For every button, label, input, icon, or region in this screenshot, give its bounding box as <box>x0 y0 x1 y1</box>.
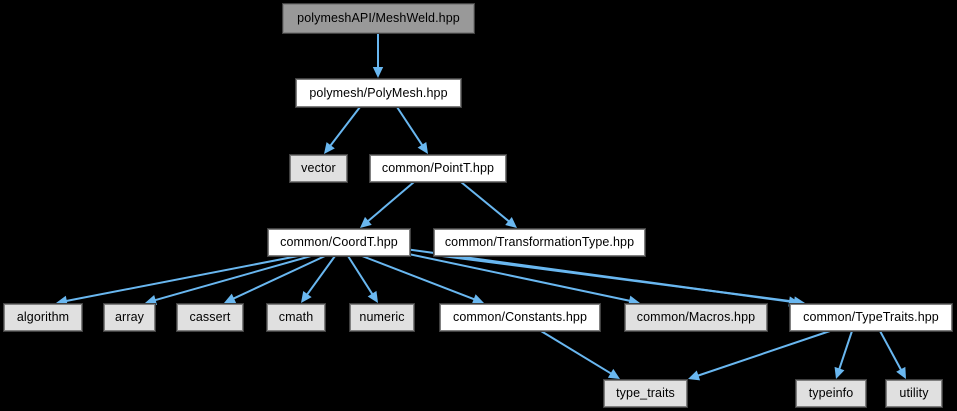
graph-node-array[interactable]: array <box>103 303 156 332</box>
graph-edge-arrowhead <box>360 216 372 228</box>
graph-edge-arrowhead <box>145 295 158 306</box>
graph-node-meshweld[interactable]: polymeshAPI/MeshWeld.hpp <box>282 3 475 34</box>
graph-edge-arrowhead <box>224 293 237 304</box>
graph-node-label: utility <box>899 386 929 401</box>
graph-node-label: common/Macros.hpp <box>636 310 756 325</box>
graph-edge-arrowhead <box>834 366 845 379</box>
graph-node-algorithm[interactable]: algorithm <box>3 303 83 332</box>
graph-edge-line <box>231 255 326 301</box>
graph-node-vector[interactable]: vector <box>289 154 348 183</box>
graph-edge-arrowhead <box>417 141 428 154</box>
graph-edge-arrowhead <box>56 295 68 307</box>
graph-node-cmath[interactable]: cmath <box>266 303 326 332</box>
graph-node-label: cmath <box>278 310 314 325</box>
graph-node-numeric[interactable]: numeric <box>349 303 415 332</box>
graph-node-pointt[interactable]: common/PointT.hpp <box>369 154 507 183</box>
graph-edge-arrowhead <box>688 370 701 381</box>
graph-node-polymesh[interactable]: polymesh/PolyMesh.hpp <box>295 78 462 108</box>
graph-edge-line <box>64 255 299 303</box>
graph-node-transftype[interactable]: common/TransformationType.hpp <box>433 228 646 257</box>
graph-edge-line <box>305 255 336 297</box>
graph-edge-line <box>396 106 424 148</box>
graph-node-label: common/TransformationType.hpp <box>444 235 635 250</box>
graph-edge-line <box>347 255 375 296</box>
graph-node-typetraits[interactable]: common/TypeTraits.hpp <box>789 303 953 332</box>
graph-edge-line <box>328 106 361 148</box>
graph-node-label: type_traits <box>616 386 675 401</box>
graph-node-label: polymesh/PolyMesh.hpp <box>309 85 448 100</box>
graph-node-cassert[interactable]: cassert <box>176 303 244 332</box>
graph-edge-line <box>879 330 903 372</box>
graph-edge-arrowhead <box>324 142 335 154</box>
graph-node-utility[interactable]: utility <box>885 379 943 408</box>
graph-node-typeinfo[interactable]: typeinfo <box>795 379 867 408</box>
graph-edge-line <box>441 255 797 303</box>
graph-node-label: numeric <box>359 310 405 325</box>
graph-node-label: vector <box>301 161 336 176</box>
graph-edge-line <box>540 330 613 376</box>
graph-edge-line <box>366 181 415 223</box>
graph-node-label: common/CoordT.hpp <box>280 235 398 250</box>
graph-node-coordt[interactable]: common/CoordT.hpp <box>267 228 411 257</box>
graph-edge-arrowhead <box>628 295 640 306</box>
graph-node-macros[interactable]: common/Macros.hpp <box>624 303 768 332</box>
graph-node-label: algorithm <box>16 310 70 325</box>
graph-edge-arrowhead <box>301 291 312 303</box>
graph-edge-arrowhead <box>372 67 384 78</box>
graph-edge-line <box>398 251 632 303</box>
graph-node-label: common/TypeTraits.hpp <box>803 310 939 325</box>
graph-edge-arrowhead <box>607 368 620 379</box>
graph-node-label: common/Constants.hpp <box>452 310 587 325</box>
graph-edge-arrowhead <box>505 216 517 228</box>
graph-edge-arrowhead <box>896 366 906 379</box>
graph-edge-arrowhead <box>367 290 378 303</box>
graph-node-type_traits[interactable]: type_traits <box>603 379 688 408</box>
graph-edge-arrowhead <box>471 294 484 304</box>
graph-edge-line <box>460 181 511 224</box>
graph-edge-line <box>361 255 476 301</box>
graph-node-label: array <box>115 310 144 325</box>
graph-node-label: common/PointT.hpp <box>381 161 495 176</box>
graph-node-label: cassert <box>189 310 231 325</box>
graph-edge-line <box>696 330 831 378</box>
graph-edge-line <box>837 330 853 371</box>
graph-node-label: typeinfo <box>808 386 854 401</box>
graph-edge-line <box>153 255 312 302</box>
graph-node-label: polymeshAPI/MeshWeld.hpp <box>297 11 460 26</box>
graph-node-constants[interactable]: common/Constants.hpp <box>439 303 601 332</box>
